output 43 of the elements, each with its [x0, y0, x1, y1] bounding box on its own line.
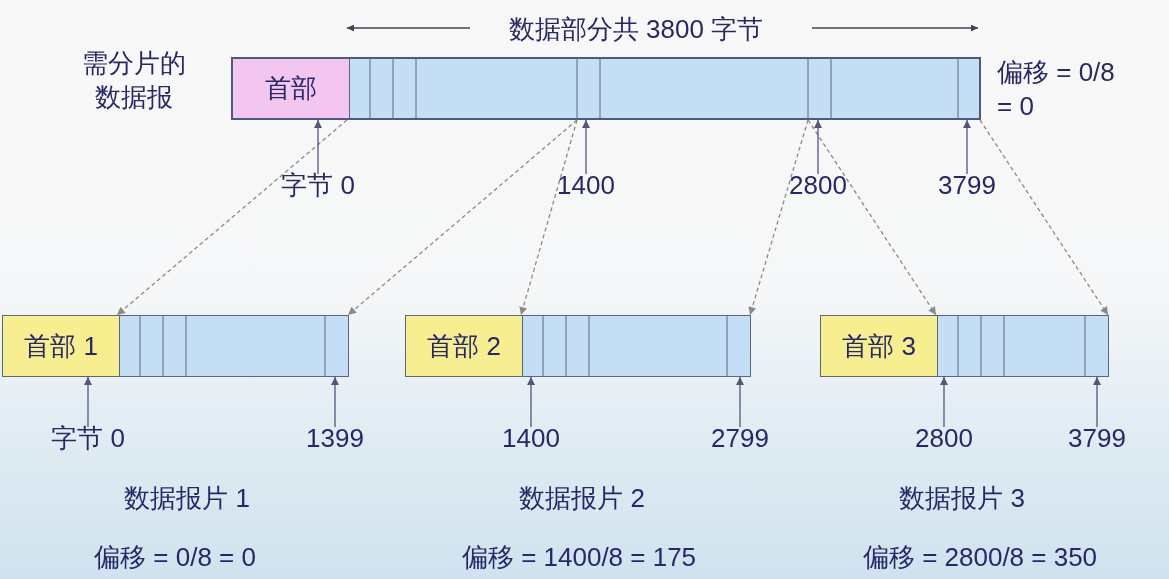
- dashed-arrow: [347, 119, 578, 316]
- dimension-label: 数据部分共 3800 字节: [508, 14, 764, 44]
- dashed-arrow: [116, 119, 348, 316]
- pointer-arrow: [1093, 376, 1101, 428]
- header-field: 首部 2: [406, 316, 523, 376]
- offset-formula: 偏移 = 2800/8 = 350: [862, 542, 1098, 572]
- header-field: 首部: [233, 59, 350, 118]
- pointer-arrow: [814, 119, 822, 175]
- byte-offset-label: 2799: [711, 423, 769, 453]
- header-field: 首部 3: [821, 316, 938, 376]
- offset-formula: 偏移 = 0/8 = 0: [997, 56, 1116, 123]
- byte-offset-label: 3799: [938, 170, 996, 200]
- pointer-arrow: [84, 376, 92, 428]
- byte-offset-label: 2800: [789, 170, 847, 200]
- dashed-arrow: [807, 119, 937, 316]
- dashed-arrow: [979, 119, 1109, 316]
- byte-offset-label: 1399: [306, 423, 364, 453]
- byte-offset-label: 字节 0: [51, 423, 125, 453]
- pointer-arrow: [736, 376, 744, 428]
- byte-offset-label: 1400: [502, 423, 560, 453]
- byte-offset-label: 字节 0: [281, 170, 355, 200]
- pointer-arrow: [940, 376, 948, 428]
- datagram-caption: 需分片的数据报: [81, 47, 187, 114]
- byte-offset-label: 1400: [557, 170, 615, 200]
- pointer-arrow: [963, 119, 971, 175]
- byte-offset-label: 3799: [1068, 423, 1126, 453]
- fragment-bar: [405, 315, 751, 377]
- fragment-bar: [2, 315, 349, 377]
- pointer-arrow: [314, 119, 322, 175]
- offset-formula: 偏移 = 1400/8 = 175: [461, 542, 697, 572]
- dashed-arrow: [748, 119, 809, 316]
- fragment-caption: 数据报片 2: [519, 483, 645, 513]
- dashed-arrow: [519, 119, 578, 316]
- byte-offset-label: 2800: [915, 423, 973, 453]
- offset-formula: 偏移 = 0/8 = 0: [94, 542, 256, 572]
- pointer-arrow: [527, 376, 535, 428]
- pointer-arrow: [582, 119, 590, 175]
- header-field: 首部 1: [3, 316, 120, 376]
- fragment-caption: 数据报片 3: [899, 483, 1025, 513]
- datagram-bar: [231, 57, 981, 120]
- fragment-caption: 数据报片 1: [124, 483, 250, 513]
- pointer-arrow: [331, 376, 339, 428]
- fragment-bar: [820, 315, 1109, 377]
